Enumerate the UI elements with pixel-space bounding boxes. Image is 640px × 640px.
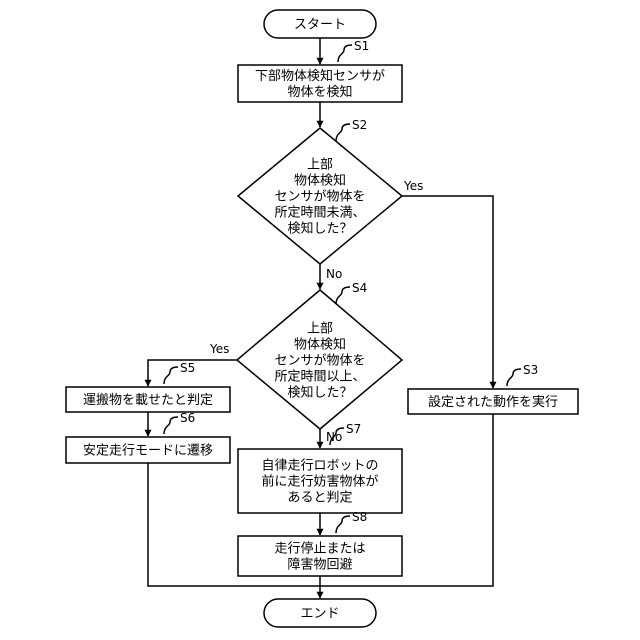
- s4-text-line: 物体検知: [294, 337, 346, 353]
- s2-text-line: 検知した？: [287, 221, 352, 237]
- s5-text: 運搬物を載せたと判定: [83, 393, 213, 408]
- s1-text-line: 物体を検知: [287, 84, 352, 100]
- s7-text-line: 前に走行妨害物体が: [261, 474, 378, 490]
- start-text: スタート: [294, 18, 346, 33]
- s6-text-line: 安定走行モードに遷移: [83, 444, 213, 459]
- edge-s2-yes-s3: [402, 196, 493, 388]
- s5-step-label: S5: [180, 361, 195, 375]
- s2-yes-label: Yes: [403, 179, 423, 193]
- end-text-line: エンド: [300, 607, 339, 622]
- s2-text-line: 物体検知: [294, 173, 346, 189]
- end-text: エンド: [300, 607, 339, 622]
- s7-text-line: あると判定: [287, 491, 352, 506]
- s4-no-label: No: [326, 430, 342, 444]
- s4-text-line: センサが物体を: [274, 354, 365, 369]
- s7-step-label: S7: [346, 422, 361, 436]
- s3-step-label: S3: [523, 363, 538, 377]
- s2-text-line: 所定時間未満、: [274, 206, 365, 221]
- s1-step-label: S1: [354, 39, 369, 53]
- s7-text-line: 自律走行ロボットの: [261, 459, 378, 474]
- s2-step-label: S2: [352, 118, 367, 132]
- s4-text-line: 上部: [307, 322, 333, 337]
- s1-callout: [338, 45, 352, 62]
- s2-text-line: センサが物体を: [274, 190, 365, 205]
- s6-step-label: S6: [180, 411, 195, 425]
- s8-text-line: 走行停止または: [274, 541, 365, 557]
- s4-text-line: 検知した？: [287, 385, 352, 401]
- start-text-line: スタート: [294, 18, 346, 33]
- s3-text-line: 設定された動作を実行: [428, 394, 558, 410]
- s4-yes-label: Yes: [209, 342, 229, 356]
- s5-callout: [164, 367, 178, 384]
- s6-callout: [164, 417, 178, 434]
- s2-callout: [336, 124, 350, 141]
- s8-callout: [336, 516, 350, 533]
- s6-text: 安定走行モードに遷移: [83, 444, 213, 459]
- s5-text-line: 運搬物を載せたと判定: [83, 393, 213, 408]
- s4-callout: [336, 287, 350, 304]
- s8-text-line: 障害物回避: [287, 557, 352, 573]
- s3-text: 設定された動作を実行: [428, 394, 558, 410]
- s1-text-line: 下部物体検知センサが: [255, 68, 385, 84]
- s3-callout: [507, 369, 521, 386]
- s2-text-line: 上部: [307, 158, 333, 173]
- s8-step-label: S8: [352, 510, 367, 524]
- s2-no-label: No: [326, 267, 342, 281]
- s4-text-line: 所定時間以上、: [274, 370, 365, 385]
- s4-step-label: S4: [352, 281, 367, 295]
